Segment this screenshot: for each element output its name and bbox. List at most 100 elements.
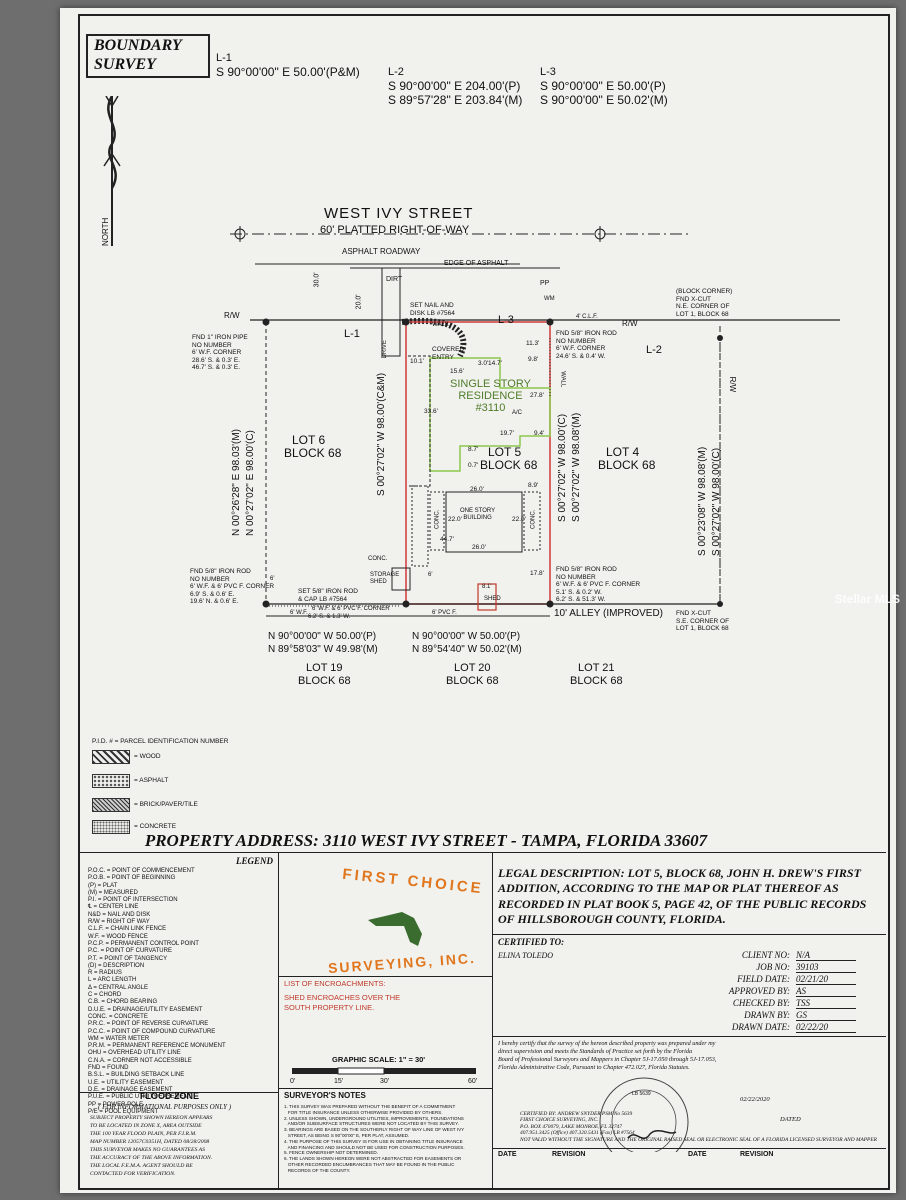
line-l3-plat: S 90°00'00" E 50.00'(P) [540, 79, 666, 93]
plan-l1: L-1 [344, 328, 360, 340]
abbreviation-14: R = RADIUS [88, 970, 122, 977]
graphic-scale-label: GRAPHIC SCALE: 1" = 30' [332, 1055, 426, 1064]
abbreviation-6: N&D = NAIL AND DISK [88, 911, 151, 918]
power-pole-label: PP [540, 280, 550, 287]
property-address: PROPERTY ADDRESS: 3110 WEST IVY STREET -… [144, 831, 708, 850]
job-info-value-2: 02/21/20 [796, 974, 856, 985]
abbreviation-11: P.C. = POINT OF CURVATURE [88, 948, 172, 955]
job-info-key-1: JOB NO: [756, 962, 790, 972]
revision-date-header-2: DATE [688, 1151, 707, 1158]
water-meter-label: WM [544, 296, 555, 302]
dim-22-0-left: 22.0' [448, 516, 462, 523]
encroachment-text-1: SHED ENCROACHES OVER THE [284, 993, 401, 1002]
revision-header-2: REVISION [740, 1151, 774, 1158]
dim-6-a: 6' [270, 576, 275, 582]
abbreviation-19: D.U.E. = DRAINAGE/UTILITY EASEMENT [88, 1006, 203, 1013]
cert-line-1: direct supervision and meets the Standar… [498, 1048, 693, 1055]
abbreviation-10: P.C.P. = PERMANENT CONTROL POINT [88, 940, 199, 947]
rw-right: R/W [622, 319, 638, 328]
pid-legend: P.I.D. # = PARCEL IDENTIFICATION NUMBER [92, 738, 229, 745]
dim-15-6: 15.6' [450, 368, 464, 375]
street-row: 60' PLATTED RIGHT-OF-WAY [320, 224, 470, 236]
scale-tick-0: 0' [290, 1078, 296, 1085]
dist-20: 20.0' [355, 294, 363, 310]
note-11: RECORDS OF THE COUNTY. [284, 1167, 351, 1173]
abbreviation-17: C = CHORD [88, 992, 122, 999]
pvc-fence-label: 6' PVC F. [432, 610, 457, 616]
divider-v2 [492, 852, 493, 1188]
asphalt-legend: = ASPHALT [134, 777, 169, 784]
dim-0-7: 0.7' [468, 462, 479, 469]
abbreviation-16: Δ = CENTRAL ANGLE [88, 984, 148, 991]
note-5: STREET, AS BEING S 90°00'00" E, PER PLAT… [284, 1132, 410, 1138]
abbreviation-1: P.O.B. = POINT OF BEGINNING [88, 875, 176, 882]
concrete-legend: = CONCRETE [134, 823, 177, 830]
dim-27-8: 27.8' [530, 392, 544, 399]
legal-description: LEGAL DESCRIPTION: LOT 5, BLOCK 68, JOHN… [498, 866, 867, 927]
flood-line-1: TO BE LOCATED IN ZONE X, AREA OUTSIDE [90, 1123, 202, 1129]
flood-line-0: SUBJECT PROPERTY SHOWN HEREON APPEARS [90, 1115, 213, 1121]
flood-zone-subtitle: ( FOR INFORMATIONAL PURPOSES ONLY ) [98, 1103, 232, 1111]
conc-label-3: CONC. [368, 556, 388, 562]
dim-19-7: 19.7' [500, 430, 514, 437]
flood-line-3: MAP NUMBER 12057C0351H, DATED 08/28/2008 [90, 1139, 210, 1145]
far-east-bearing: S 00°23'08" W 98.08'(M)S 00°27'02" W 98.… [697, 446, 722, 556]
flood-zone-title: FLOOD ZONE [140, 1091, 199, 1101]
abbreviation-20: CONC. = CONCRETE [88, 1013, 148, 1020]
note-2: 2. UNLESS SHOWN, UNDERGROUND UTILITIES, … [284, 1115, 464, 1121]
brick-legend: = BRICK/PAVER/TILE [134, 801, 198, 808]
wood-swatch [92, 750, 130, 764]
job-info-value-0: N/A [796, 950, 856, 961]
line-l2-measured: S 89°57'28" E 203.84'(M) [388, 93, 523, 107]
divider-v1 [278, 852, 279, 1188]
dim-26-0-bottom: 26.0' [472, 544, 486, 551]
flood-line-2: THE 100 YEAR FLOOD PLAIN, PER F.I.R.M. [90, 1131, 197, 1137]
dim-33-6: 33.6' [424, 408, 438, 415]
job-info-value-5: GS [796, 1010, 856, 1021]
east-bearing: S 00°27'02" W 98.00'(C)S 00°27'02" W 98.… [557, 412, 582, 522]
set-rod-distance: 6.2' S. & 1.3' W. [308, 614, 351, 620]
flood-line-7: CONTACTED FOR VERIFICATION. [90, 1171, 176, 1177]
drive-label: DRIVE [381, 340, 388, 359]
divider-enc [278, 976, 492, 977]
certified-to-name: ELINA TOLEDO [498, 951, 554, 960]
survey-sheet: BOUNDARY SURVEY L-1 S 90°00'00" E 50.00'… [60, 8, 896, 1193]
abbreviation-21: P.R.C. = POINT OF REVERSE CURVATURE [88, 1021, 209, 1028]
cert-line-3: Florida Administrative Code, Pursuant to… [498, 1064, 690, 1071]
concrete-swatch [92, 820, 130, 834]
flood-line-5: THE ACCURACY OF THE ABOVE INFORMATION. [90, 1155, 213, 1161]
alley-label: 10' ALLEY (IMPROVED) [554, 608, 663, 619]
encroachments-title: LIST OF ENCROACHMENTS: [284, 979, 386, 988]
job-info-key-4: CHECKED BY: [732, 998, 790, 1008]
abbreviation-32: PP = POWER POLE [88, 1101, 144, 1108]
dim-8-7: 8.7' [468, 446, 479, 453]
flood-zone-text: SUBJECT PROPERTY SHOWN HEREON APPEARS TO … [90, 1114, 212, 1178]
sign-date: 02/22/2020 [740, 1096, 770, 1103]
surveyor-line-1: FIRST CHOICE SURVEYING, INC. [520, 1117, 599, 1124]
line-l2-label: L-2 [388, 66, 404, 78]
watermark: Stellar MLS [834, 592, 900, 606]
job-info-value-6: 02/22/20 [796, 1022, 856, 1033]
line-l1-bearing: S 90°00'00" E 50.00'(P&M) [216, 65, 360, 79]
note-3: AND/OR SUBSURFACE STRUCTURES WERE NOT LO… [284, 1121, 459, 1127]
note-10: OTHER RECORDED ENCUMBRANCES THAT MAY BE … [284, 1161, 455, 1167]
certification-text: I hereby certify that the survey of the … [498, 1040, 716, 1072]
line-l1-label: L-1 [216, 52, 232, 64]
ac-label: A/C [512, 410, 523, 416]
surveyors-notes-list: 1. THIS SURVEY WAS PREPARED WITHOUT THE … [284, 1104, 465, 1174]
street-edge-asphalt: EDGE OF ASPHALT [444, 260, 509, 267]
set-rod-note: SET 5/8" IRON ROD& CAP LB #7564 [298, 588, 358, 603]
abbreviation-15: L = ARC LENGTH [88, 977, 137, 984]
dim-44-7: 44.7' [440, 536, 454, 543]
abbreviation-8: C.L.F. = CHAIN LINK FENCE [88, 926, 167, 933]
plan-l3: L-3 [498, 314, 514, 326]
